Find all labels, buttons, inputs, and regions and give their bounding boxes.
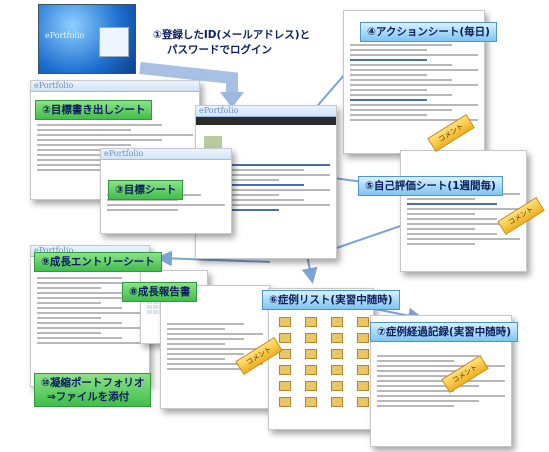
label-step10-line1: ⑩凝縮ポートフォリオ (41, 377, 145, 389)
label-step1: ①登録したID(メールアドレス)と パスワードでログイン (147, 26, 317, 60)
arrow-login-to-step2 (139, 62, 238, 96)
login-form-thumb (99, 27, 129, 57)
label-step3: ③目標シート (108, 180, 184, 200)
label-step7: ⑦症例経過記録(実習中随時) (370, 322, 518, 342)
label-step5: ⑤自己評価シート(1週間毎) (358, 176, 503, 196)
label-step10-line2: ⇒ファイルを添付 (47, 391, 130, 403)
page-brand: ePortfolio (196, 106, 336, 117)
label-step6: ⑥症例リスト(実習中随時) (262, 290, 400, 310)
arrow-to-step9 (156, 250, 271, 267)
growth-report-page (160, 285, 270, 409)
label-step8: ⑧成長報告書 (122, 282, 198, 302)
label-step4: ④アクションシート(毎日) (360, 22, 497, 42)
goal-sheet-detail-page: ePortfolio (100, 148, 232, 234)
label-step2: ②目標書き出しシート (35, 100, 153, 120)
login-screenshot: ePortfolio (38, 4, 136, 74)
label-step1-line1: ①登録したID(メールアドレス)と (153, 29, 311, 41)
self-evaluation-page (400, 150, 527, 272)
login-brand: ePortfolio (45, 31, 85, 40)
label-step9: ⑨成長エントリーシート (34, 252, 162, 272)
page-brand: ePortfolio (101, 149, 231, 160)
label-step1-line2: パスワードでログイン (167, 44, 272, 56)
arrow-login-head (220, 92, 244, 108)
page-brand: ePortfolio (31, 81, 199, 92)
label-step10: ⑩凝縮ポートフォリオ ⇒ファイルを添付 (34, 373, 152, 407)
